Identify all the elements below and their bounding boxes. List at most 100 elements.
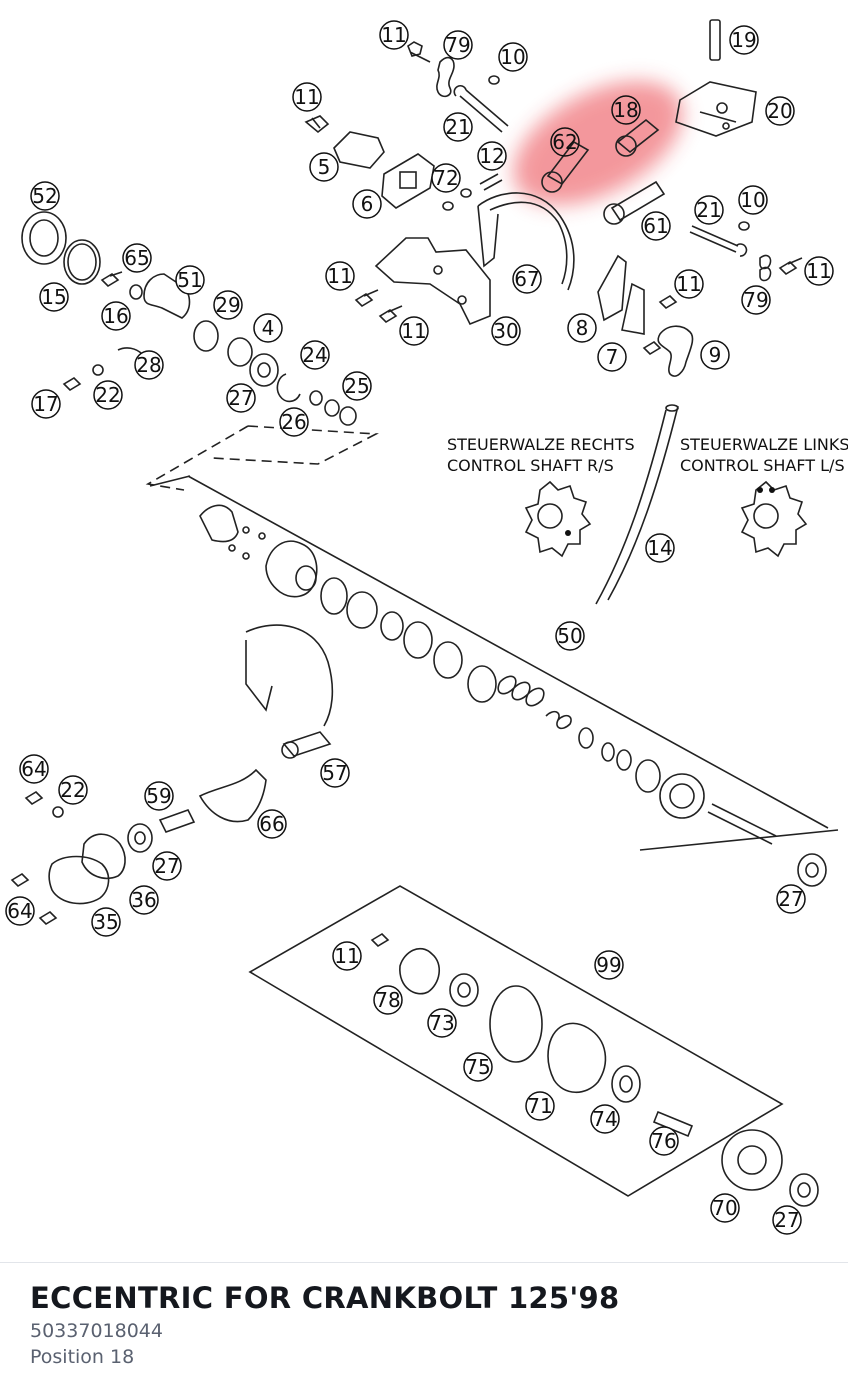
caption-left-de: STEUERWALZE LINKS <box>680 435 848 454</box>
svg-text:51: 51 <box>177 268 202 292</box>
part-position: Position 18 <box>30 1346 135 1368</box>
callout[interactable]: 20 <box>765 96 795 126</box>
svg-text:62: 62 <box>552 130 577 154</box>
callout[interactable]: 11 <box>399 316 429 346</box>
svg-text:27: 27 <box>154 854 179 878</box>
svg-text:27: 27 <box>778 887 803 911</box>
callout[interactable]: 25 <box>342 371 372 401</box>
callout[interactable]: 15 <box>39 282 69 312</box>
callout[interactable]: 19 <box>729 25 759 55</box>
callout[interactable]: 52 <box>30 181 60 211</box>
callout[interactable]: 11 <box>674 269 704 299</box>
svg-text:65: 65 <box>124 246 149 270</box>
svg-text:26: 26 <box>281 410 306 434</box>
callout[interactable]: 64 <box>5 896 35 926</box>
callout[interactable]: 11 <box>379 20 409 50</box>
svg-text:52: 52 <box>32 184 57 208</box>
callout[interactable]: 10 <box>738 185 768 215</box>
callout[interactable]: 5 <box>309 152 339 182</box>
callout[interactable]: 57 <box>320 758 350 788</box>
callout[interactable]: 76 <box>649 1126 679 1156</box>
callout[interactable]: 7 <box>597 342 627 372</box>
caption-right-en: CONTROL SHAFT R/S <box>447 456 614 475</box>
svg-text:67: 67 <box>514 267 539 291</box>
callout[interactable]: 17 <box>31 389 61 419</box>
callout[interactable]: 75 <box>463 1052 493 1082</box>
svg-text:11: 11 <box>327 264 352 288</box>
svg-text:73: 73 <box>429 1011 454 1035</box>
callout[interactable]: 12 <box>477 141 507 171</box>
callout[interactable]: 11 <box>325 261 355 291</box>
callout[interactable]: 11 <box>292 82 322 112</box>
callout[interactable]: 64 <box>19 754 49 784</box>
callout[interactable]: 24 <box>300 340 330 370</box>
svg-text:9: 9 <box>709 343 722 367</box>
callout[interactable]: 9 <box>700 340 730 370</box>
svg-text:24: 24 <box>302 343 327 367</box>
callout[interactable]: 22 <box>93 380 123 410</box>
callout[interactable]: 72 <box>431 163 461 193</box>
callout[interactable]: 27 <box>226 383 256 413</box>
callout[interactable]: 10 <box>498 42 528 72</box>
svg-text:8: 8 <box>576 316 589 340</box>
callout[interactable]: 50 <box>555 621 585 651</box>
callout[interactable]: 62 <box>550 127 580 157</box>
callout[interactable]: 78 <box>373 985 403 1015</box>
callout[interactable]: 8 <box>567 313 597 343</box>
callout[interactable]: 6 <box>352 189 382 219</box>
svg-text:11: 11 <box>806 259 831 283</box>
svg-text:70: 70 <box>712 1196 737 1220</box>
callout[interactable]: 61 <box>641 211 671 241</box>
callout[interactable]: 16 <box>101 301 131 331</box>
svg-text:11: 11 <box>294 85 319 109</box>
callout[interactable]: 70 <box>710 1193 740 1223</box>
callout[interactable]: 22 <box>58 775 88 805</box>
svg-text:5: 5 <box>318 155 331 179</box>
callout[interactable]: 36 <box>129 885 159 915</box>
svg-text:57: 57 <box>322 761 347 785</box>
callout-labels: 11 79 10 19 20 11 21 18 62 5 12 6 72 61 … <box>5 20 834 1235</box>
callout[interactable]: 26 <box>279 407 309 437</box>
callout[interactable]: 66 <box>257 809 287 839</box>
svg-text:21: 21 <box>445 115 470 139</box>
callout[interactable]: 67 <box>512 264 542 294</box>
svg-text:27: 27 <box>228 386 253 410</box>
callout[interactable]: 74 <box>590 1104 620 1134</box>
callout[interactable]: 21 <box>443 112 473 142</box>
svg-text:28: 28 <box>136 353 161 377</box>
callout[interactable]: 4 <box>253 313 283 343</box>
callout[interactable]: 21 <box>694 195 724 225</box>
part-drawings <box>10 19 839 1207</box>
callout[interactable]: 71 <box>525 1091 555 1121</box>
callout[interactable]: 79 <box>443 30 473 60</box>
callout[interactable]: 99 <box>594 950 624 980</box>
svg-text:17: 17 <box>33 392 58 416</box>
callout[interactable]: 73 <box>427 1008 457 1038</box>
callout[interactable]: 59 <box>144 781 174 811</box>
callout[interactable]: 27 <box>152 851 182 881</box>
svg-text:75: 75 <box>465 1055 490 1079</box>
callout-highlighted[interactable]: 18 <box>611 95 641 125</box>
svg-text:78: 78 <box>375 988 400 1012</box>
callout[interactable]: 79 <box>741 285 771 315</box>
callout[interactable]: 35 <box>91 907 121 937</box>
callout[interactable]: 30 <box>491 316 521 346</box>
caption-right-de: STEUERWALZE RECHTS <box>447 435 635 454</box>
svg-text:30: 30 <box>493 319 518 343</box>
callout[interactable]: 65 <box>122 243 152 273</box>
svg-text:4: 4 <box>262 316 275 340</box>
callout[interactable]: 27 <box>776 884 806 914</box>
callout[interactable]: 29 <box>213 290 243 320</box>
svg-text:66: 66 <box>259 812 284 836</box>
callout[interactable]: 11 <box>804 256 834 286</box>
caption-left-en: CONTROL SHAFT L/S <box>680 456 845 475</box>
svg-text:12: 12 <box>479 144 504 168</box>
callout[interactable]: 28 <box>134 350 164 380</box>
svg-text:76: 76 <box>651 1129 676 1153</box>
callout[interactable]: 14 <box>645 533 675 563</box>
callout[interactable]: 11 <box>332 941 362 971</box>
callout[interactable]: 51 <box>175 265 205 295</box>
svg-text:29: 29 <box>215 293 240 317</box>
highlight-area <box>513 81 683 205</box>
callout[interactable]: 27 <box>772 1205 802 1235</box>
